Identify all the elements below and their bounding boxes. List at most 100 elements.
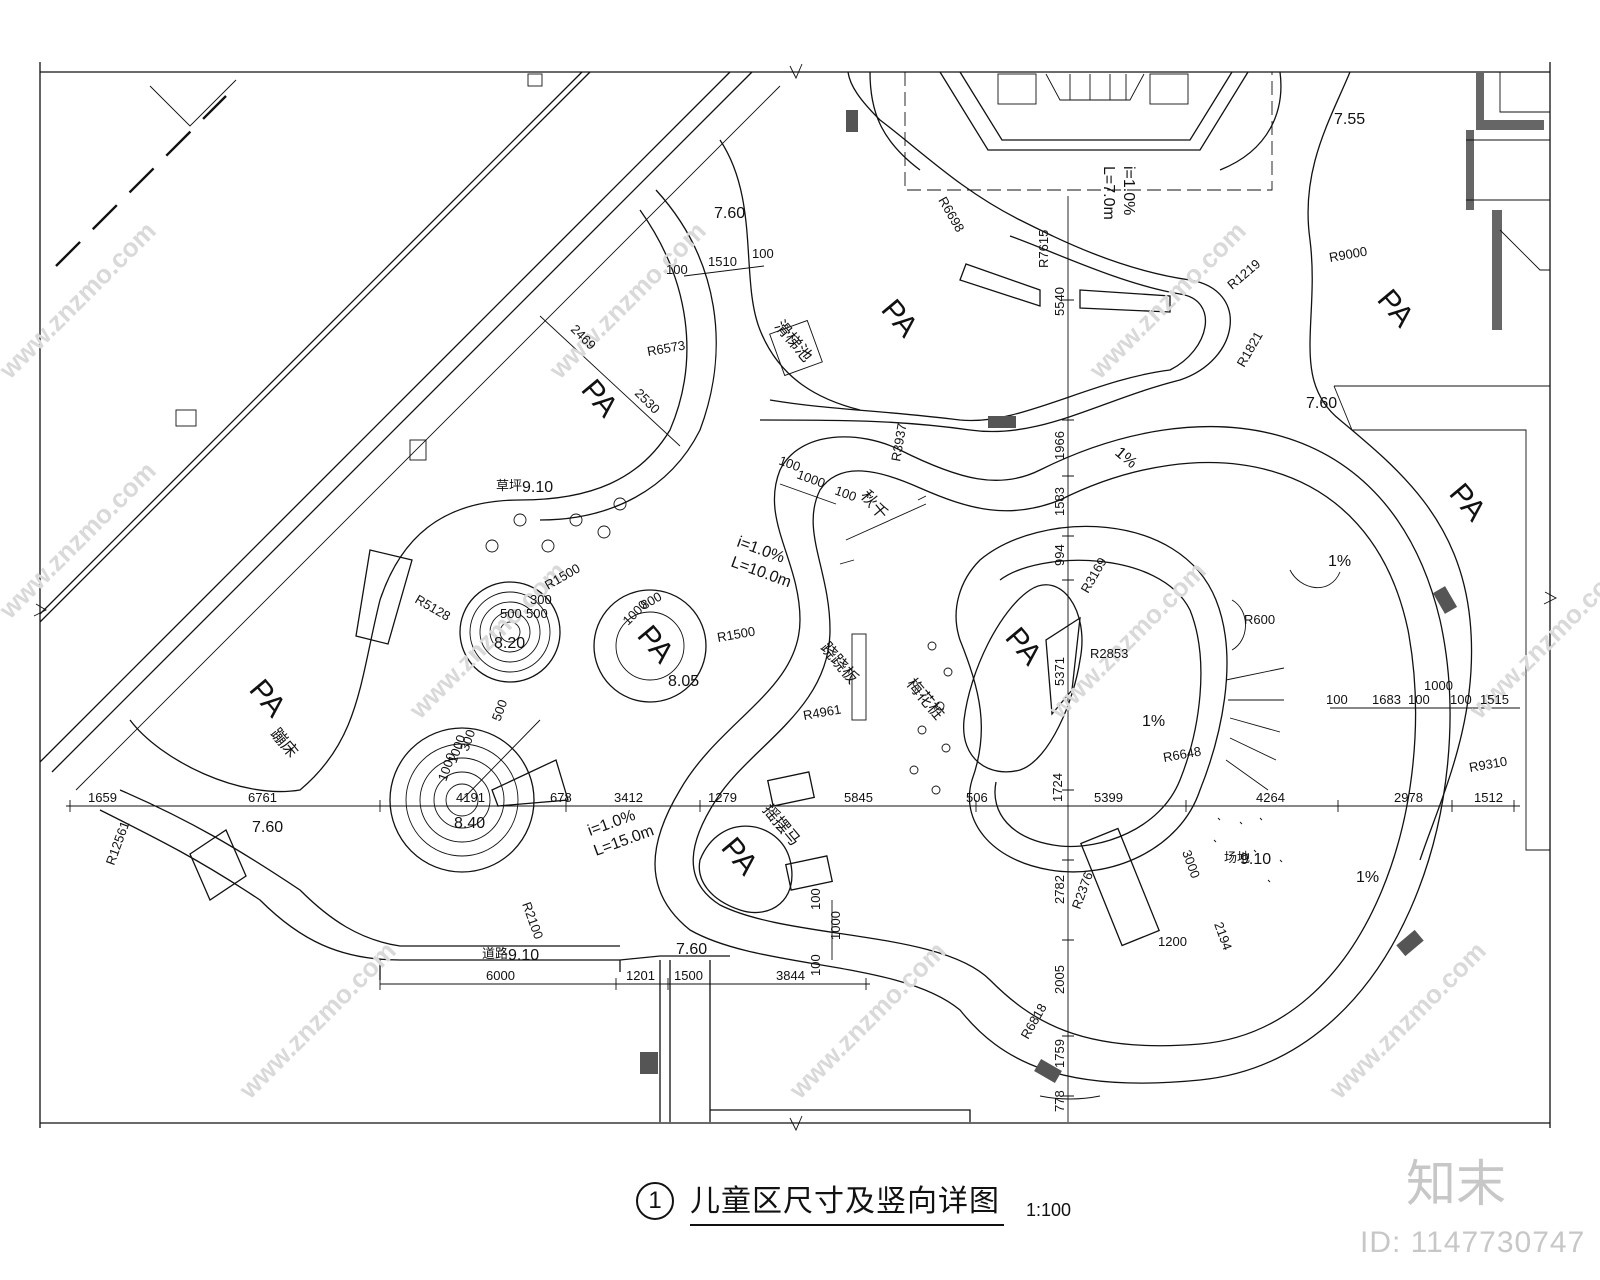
dimension-value: 1724 <box>1050 773 1065 802</box>
drain-grates <box>640 110 1458 1084</box>
slope-label: 1% <box>1328 553 1351 570</box>
slope-label: L=10.0m <box>729 554 794 591</box>
right-structure <box>1333 72 1550 851</box>
elevation-label: 9.10 <box>522 479 553 496</box>
watermark-text: www.znzmo.com <box>0 456 162 625</box>
dimension-lines <box>66 196 1520 1122</box>
radius-label: R1500 <box>716 624 756 645</box>
dimension-value: 100 <box>808 954 823 976</box>
facility-label: 蹦床 <box>267 725 301 761</box>
dimension-value: 2782 <box>1052 875 1067 904</box>
elevation-labels: 7.60 7.60 7.60 7.60 7.55 8.20 8.05 8.40 … <box>252 111 1365 964</box>
zone-label: PA <box>243 673 293 723</box>
title-number: 1 <box>636 1182 674 1220</box>
dimension-value: 1201 <box>626 968 655 983</box>
elevation-label: 9.10 <box>1240 851 1271 868</box>
slope-label: i=1.0% <box>1120 166 1137 215</box>
dimension-value: 1966 <box>1052 431 1067 460</box>
dimension-value: 778 <box>1052 1090 1067 1112</box>
watermark-text: www.znzmo.com <box>0 216 162 385</box>
radius-label: R600 <box>1244 612 1275 627</box>
radius-label: R6698 <box>935 194 967 235</box>
play-circles <box>389 581 707 873</box>
dimension-value: 506 <box>966 790 988 805</box>
dimension-value: 300 <box>530 592 552 607</box>
dimension-value: 1200 <box>1158 934 1187 949</box>
curved-paths <box>99 71 1473 1122</box>
radius-label: R3937 <box>888 422 909 462</box>
slope-label: 1% <box>1142 713 1165 730</box>
slope-label: 1% <box>1111 444 1140 472</box>
radius-label: R1219 <box>1224 256 1263 292</box>
watermark-text: www.znzmo.com <box>1322 936 1491 1105</box>
dimension-value: 1000 <box>828 911 843 940</box>
elevation-label: 7.55 <box>1334 111 1365 128</box>
elevation-label: 8.20 <box>494 635 525 652</box>
stepping-dots <box>485 497 1283 883</box>
drawing-title: 1 儿童区尺寸及竖向详图 1:100 <box>636 1176 1072 1226</box>
elevation-label: 7.60 <box>676 941 707 958</box>
facility-label: 梅花桩 <box>903 675 948 723</box>
dimension-value: 1583 <box>1052 487 1067 516</box>
dimension-right-row: 100 1683 100 1000 100 1515 <box>1326 678 1509 707</box>
dimension-value: 100 <box>808 888 823 910</box>
elevation-label: 8.40 <box>454 815 485 832</box>
dimension-value: 1759 <box>1052 1039 1067 1068</box>
dimension-value: 100 <box>833 483 859 505</box>
elevation-label: 7.60 <box>252 819 283 836</box>
zone-label: PA <box>1371 283 1421 333</box>
dimension-value: 1510 <box>708 254 737 269</box>
facility-label: 秋千 <box>857 487 891 523</box>
dimension-top-row: 100 1510 100 100 1000 100 <box>666 246 858 504</box>
dimension-value: 2530 <box>632 386 663 417</box>
dimension-value: 1512 <box>1474 790 1503 805</box>
zone-label: PA <box>1443 477 1493 527</box>
dimension-value: 100 <box>1326 692 1348 707</box>
dimension-value: 4264 <box>1256 790 1285 805</box>
elevation-label: 7.60 <box>1306 395 1337 412</box>
dimension-value: 5399 <box>1094 790 1123 805</box>
dimension-value: 500 <box>489 698 511 724</box>
watermark-id: ID: 1147730747 <box>1360 1226 1586 1259</box>
slope-label: L=7.0m <box>1100 166 1117 220</box>
dimension-value: 500 <box>526 606 548 621</box>
dimension-value: 100 <box>1408 692 1430 707</box>
slope-labels: i=1.0% L=10.0m i=1.0% L=15.0m i=1.0% L=7… <box>586 166 1380 886</box>
dimension-value: 5540 <box>1052 287 1067 316</box>
watermark-text: www.znzmo.com <box>1082 216 1251 385</box>
diagonal-road <box>39 71 781 791</box>
radius-label: R6573 <box>646 338 686 359</box>
radius-label: R1821 <box>1234 329 1266 370</box>
zone-label: PA <box>575 373 625 423</box>
top-building <box>869 71 1282 191</box>
title-text: 儿童区尺寸及竖向详图 <box>690 1176 1004 1226</box>
dimension-value: 1683 <box>1372 692 1401 707</box>
dimension-value: 500 <box>500 606 522 621</box>
radius-label: R2853 <box>1090 646 1128 661</box>
dimension-value: 1515 <box>1480 692 1509 707</box>
facility-label: 跷跷板 <box>817 639 862 687</box>
radius-label: R9310 <box>1468 754 1508 775</box>
dimension-value: 678 <box>550 790 572 805</box>
title-scale: 1:100 <box>1026 1199 1072 1220</box>
radius-label: R5128 <box>413 592 454 624</box>
dimension-value: 1000 <box>1424 678 1453 693</box>
dimension-bottom-row: 6000 1201 1500 3844 <box>486 968 805 983</box>
elevation-label: 9.10 <box>508 947 539 964</box>
dimension-value: 1659 <box>88 790 117 805</box>
dimension-value: 3412 <box>614 790 643 805</box>
elevation-label: 8.05 <box>668 673 699 690</box>
dimension-value: 1500 <box>674 968 703 983</box>
dimension-value: 2005 <box>1052 965 1067 994</box>
zone-label: PA <box>715 831 765 881</box>
dimension-value: 6000 <box>486 968 515 983</box>
elevation-prefix: 草坪 <box>496 478 522 493</box>
dimension-value: 5845 <box>844 790 873 805</box>
dimension-main-row: 1659 6761 4191 678 3412 1279 5845 506 17… <box>88 773 1503 805</box>
dimension-value: 3844 <box>776 968 805 983</box>
dimension-value: 2194 <box>1211 920 1235 952</box>
elevation-label: 7.60 <box>714 205 745 222</box>
elevation-prefix: 道路 <box>482 946 508 961</box>
zone-label: PA <box>631 619 681 669</box>
